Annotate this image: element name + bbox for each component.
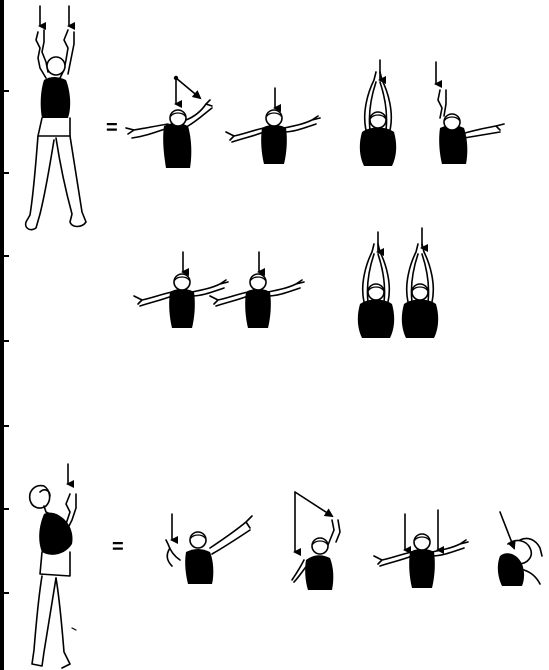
bust-arms-side-2 bbox=[134, 252, 228, 328]
bust-arms-side-two-arrows bbox=[374, 510, 468, 588]
bust-arms-up-2 bbox=[358, 232, 394, 338]
bust-arms-up-1 bbox=[360, 60, 396, 166]
bust-arms-up-3 bbox=[402, 228, 438, 338]
bust-arm-raised-right-1 bbox=[126, 76, 212, 168]
bust-arms-side-3 bbox=[210, 252, 304, 328]
bust-arm-raised-diagonal bbox=[292, 492, 340, 590]
bust-profile-turned bbox=[498, 512, 542, 586]
standing-figure-arms-up bbox=[26, 6, 86, 230]
standing-figure-profile bbox=[30, 464, 76, 668]
bust-one-arm-raised-right bbox=[166, 514, 252, 584]
bust-arms-side-1 bbox=[226, 88, 320, 164]
bust-one-arm-up-1 bbox=[436, 62, 504, 164]
